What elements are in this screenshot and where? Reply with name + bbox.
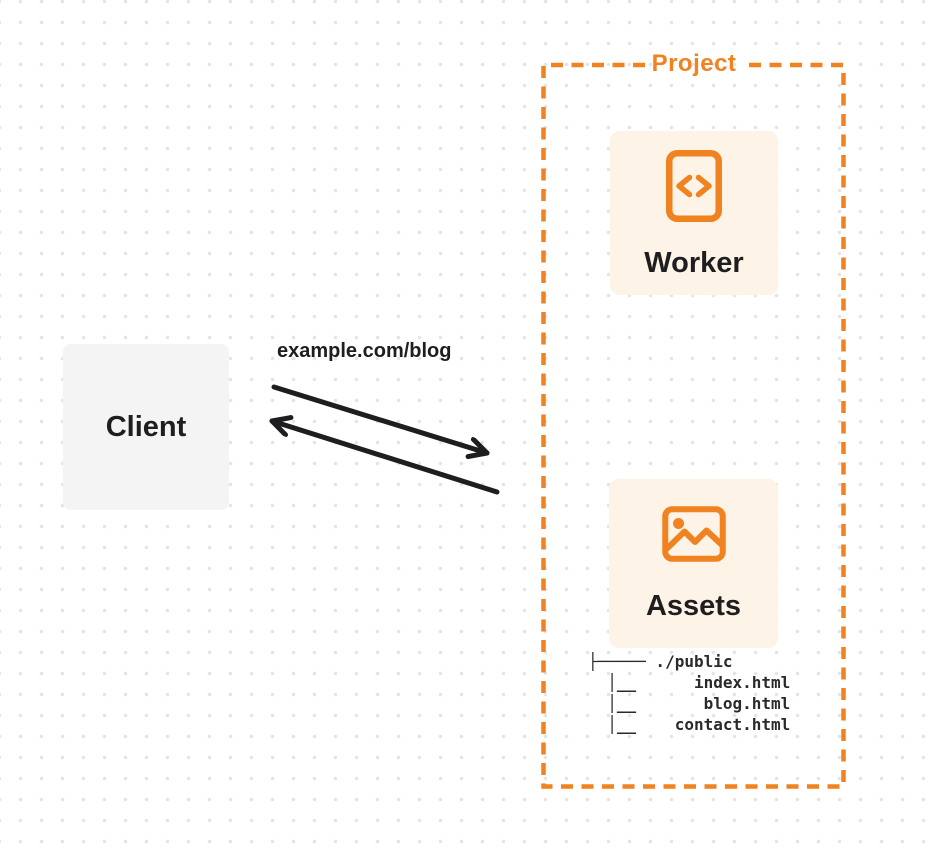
- project-dashed-border: [541, 62, 846, 789]
- request-arrow: [271, 384, 490, 453]
- response-arrow: [269, 421, 500, 495]
- assets-label: Assets: [645, 590, 742, 622]
- assets-file-tree: ├───── ./public │__ index.html │__ blog.…: [588, 652, 791, 734]
- client-node: Client: [63, 344, 229, 510]
- project-border-path: [541, 62, 846, 789]
- code-file-icon: [666, 149, 722, 222]
- worker-label: Worker: [644, 246, 744, 279]
- assets-node: Assets: [609, 479, 778, 648]
- client-label: Client: [105, 410, 187, 443]
- request-url-label: example.com/blog: [277, 340, 452, 362]
- image-icon: [661, 506, 726, 562]
- project-label: Project: [651, 50, 737, 77]
- worker-node: Worker: [610, 131, 778, 295]
- request-response-arrows: [269, 384, 500, 495]
